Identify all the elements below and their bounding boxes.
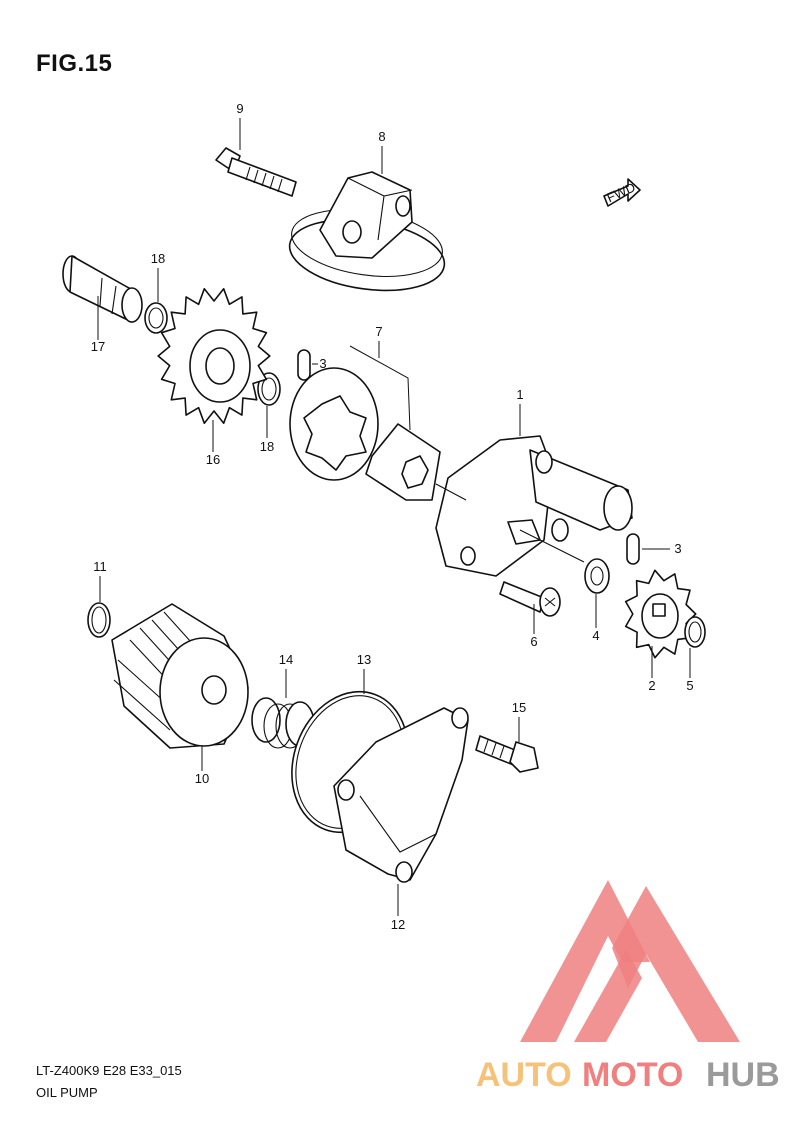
figure-name-label: OIL PUMP: [36, 1085, 98, 1100]
callout-10: 10: [195, 771, 209, 786]
oil-pump-cover-8: [288, 171, 446, 292]
automotohub-watermark-logo: AUTO MOTO HUB: [476, 880, 780, 1094]
o-ring-11: [87, 602, 111, 638]
callout-1: 1: [516, 387, 523, 402]
screw-6: [499, 581, 561, 617]
callout-4: 4: [592, 628, 599, 643]
callouts: 9 8 18 17 7 3 16 18 1 3 11 6 4 2 5 14 13…: [91, 101, 694, 932]
callout-6: 6: [530, 634, 537, 649]
callout-16: 16: [206, 452, 220, 467]
oil-filter-cap-12: [333, 707, 469, 883]
callout-9: 9: [236, 101, 243, 116]
washer-4: [584, 558, 610, 594]
callout-15: 15: [512, 700, 526, 715]
oil-filter-10: [111, 603, 249, 749]
watermark-text-hub: HUB: [706, 1056, 780, 1094]
oil-pump-body-1: [435, 435, 633, 577]
callout-13: 13: [357, 652, 371, 667]
callout-3-upper: 3: [319, 356, 326, 371]
circlip-5: [684, 616, 706, 648]
callout-12: 12: [391, 917, 405, 932]
fwd-label: FWD: [604, 179, 637, 205]
figure-title: FIG.15: [36, 50, 113, 77]
watermark-text-auto: AUTO: [476, 1056, 572, 1094]
callout-8: 8: [378, 129, 385, 144]
dowel-pin-3-lower: [626, 533, 640, 565]
bolt-15: [475, 735, 539, 773]
watermark-text-moto: MOTO: [582, 1056, 683, 1094]
forward-direction-arrow-icon: FWD: [603, 178, 641, 207]
model-code-label: LT-Z400K9 E28 E33_015: [36, 1063, 182, 1078]
dowel-pin-3-upper: [297, 349, 311, 381]
callout-7: 7: [375, 324, 382, 339]
callout-18-lower: 18: [260, 439, 274, 454]
shaft-17: [62, 255, 143, 323]
callout-11: 11: [93, 559, 107, 574]
callout-5: 5: [686, 678, 693, 693]
circlip-18-upper: [144, 302, 168, 334]
bolt-9: [215, 147, 297, 197]
callout-3-lower: 3: [674, 541, 681, 556]
oil-pump-driven-gear-2: [624, 569, 697, 659]
callout-17: 17: [91, 339, 105, 354]
callout-14: 14: [279, 652, 293, 667]
rotor-set-7: [289, 345, 441, 501]
callout-18-upper: 18: [151, 251, 165, 266]
callout-2: 2: [648, 678, 655, 693]
gear-16: [157, 288, 271, 424]
